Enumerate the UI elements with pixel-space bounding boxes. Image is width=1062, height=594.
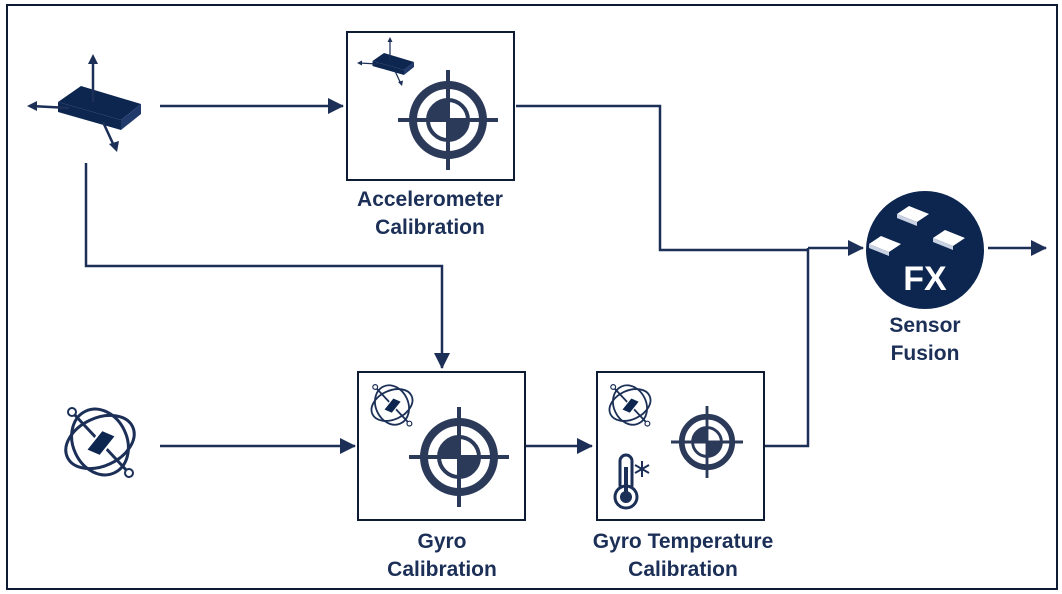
connectors	[84, 98, 1047, 454]
gyroscope-sensor-icon	[55, 398, 145, 486]
sensor-fusion-label: Sensor Fusion	[889, 314, 961, 365]
gyro-calibration-block	[357, 371, 526, 521]
accelerometer-sensor-icon	[25, 52, 143, 154]
accel-calibration-label: Accelerometer Calibration	[357, 188, 503, 239]
accel-calibration-block	[346, 31, 515, 181]
diagram-border	[6, 4, 1058, 590]
gyro-temp-calibration-block	[596, 371, 765, 521]
temp-calibration-to-fusion-line	[764, 248, 810, 448]
thermometer-icon	[613, 453, 650, 510]
accel-calibration-to-fusion-line	[516, 104, 808, 252]
fusion-badge-text: FX	[903, 260, 947, 298]
gyro-calibration-label: Gyro Calibration	[387, 530, 497, 581]
sensor-fusion-icon: FX	[866, 191, 984, 309]
gyro-temp-calibration-label: Gyro Temperature Calibration	[592, 530, 774, 581]
accel-to-gyro-calibration-arrow	[84, 163, 450, 369]
